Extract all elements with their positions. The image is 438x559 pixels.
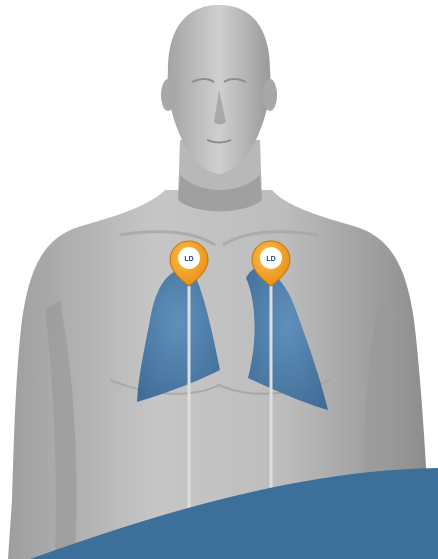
left-sensor-logo: LD [184,256,193,263]
left-ear [161,79,175,111]
right-sensor-logo: LD [266,256,275,263]
right-ear [263,79,277,111]
